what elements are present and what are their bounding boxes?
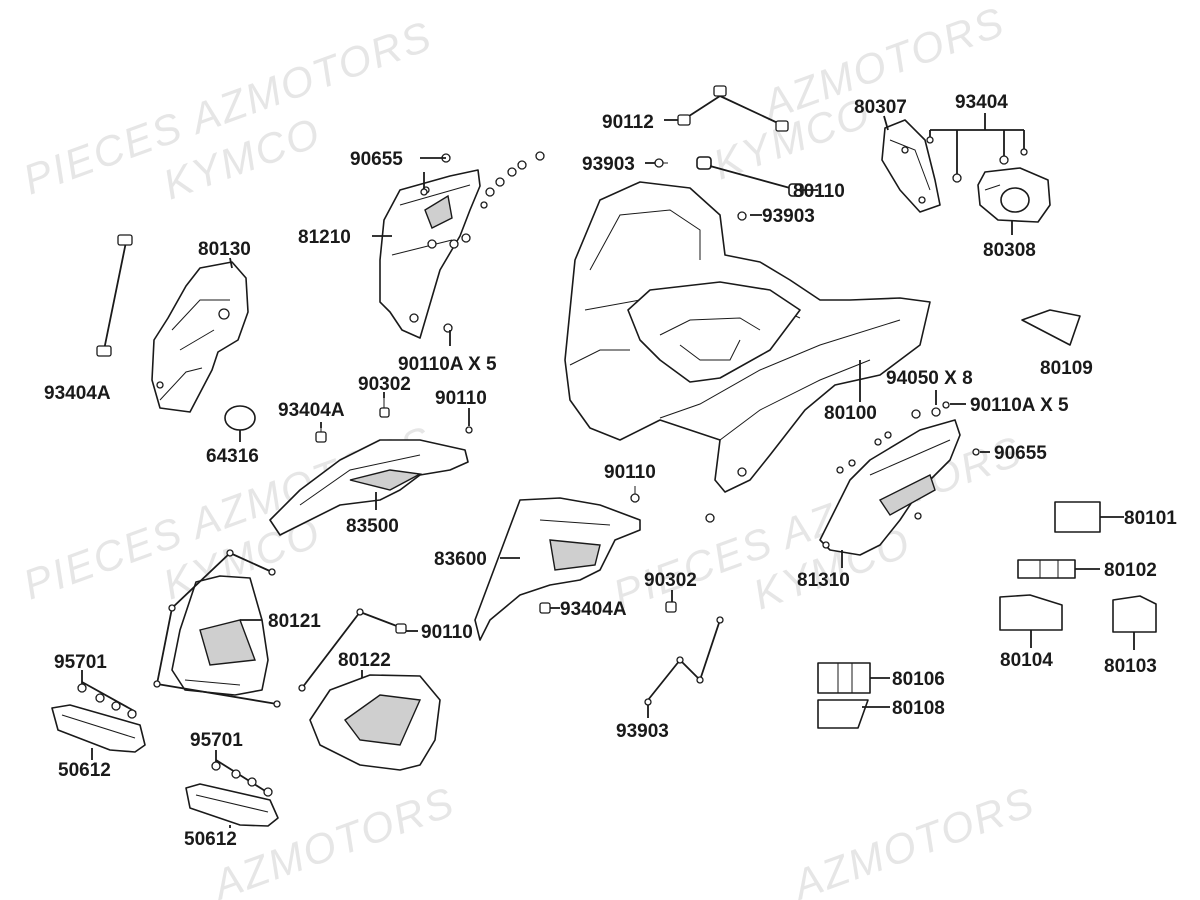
label-90655: 90655 [994, 443, 1047, 464]
label-90110: 90110 [421, 622, 473, 643]
fasteners-83600 [539, 486, 715, 614]
label-90110A-x5: 90110A X 5 [970, 395, 1069, 416]
part-64316-cap [224, 405, 256, 431]
part-80122-wire [298, 608, 407, 692]
label-90112: 90112 [602, 112, 654, 133]
label-80109: 80109 [1040, 358, 1093, 379]
label-83600: 83600 [434, 549, 487, 570]
leader-lines [81, 115, 1135, 828]
part-81310-fender [819, 419, 961, 556]
label-80100: 80100 [824, 403, 877, 424]
part-50612-step-b [185, 759, 279, 827]
label-93404: 93404 [955, 92, 1008, 113]
label-80104: 80104 [1000, 650, 1053, 671]
part-80121-footrest [171, 575, 269, 696]
label-90110: 90110 [604, 462, 656, 483]
label-80121: 80121 [268, 611, 321, 632]
part-93903-top [654, 158, 747, 221]
label-80103: 80103 [1104, 656, 1157, 677]
part-50612-step-a [51, 681, 146, 753]
part-80308-housing [977, 167, 1051, 223]
label-93404A: 93404A [278, 400, 345, 421]
part-83500-skirt [269, 439, 469, 536]
label-80102: 80102 [1104, 560, 1157, 581]
label-90110A-x5: 90110A X 5 [398, 354, 497, 375]
label-64316: 64316 [206, 446, 259, 467]
label-80122: 80122 [338, 650, 391, 671]
label-80307: 80307 [854, 97, 907, 118]
label-80108: 80108 [892, 698, 945, 719]
fasteners-83500 [315, 396, 473, 443]
part-80122-footrest [309, 674, 441, 771]
part-80104-sticker [999, 594, 1063, 631]
part-80109-sticker [1021, 309, 1081, 346]
part-93903-bottom [644, 616, 724, 706]
label-93903: 93903 [582, 154, 635, 175]
label-50612: 50612 [184, 829, 237, 850]
part-93404-tree [926, 113, 1028, 183]
label-95701: 95701 [54, 652, 107, 673]
label-80101: 80101 [1124, 508, 1177, 529]
watermark: AZMOTORS [784, 778, 1041, 900]
label-81210: 81210 [298, 227, 351, 248]
part-80102-sticker [1017, 559, 1076, 579]
part-81210-fender [379, 169, 481, 339]
part-80121-wire [153, 549, 281, 708]
part-80108-sticker [817, 699, 869, 729]
label-93903: 93903 [762, 206, 815, 227]
label-90302: 90302 [644, 570, 697, 591]
part-83600-skirt [474, 497, 641, 641]
label-81310: 81310 [797, 570, 850, 591]
part-80130-side-panel [151, 261, 249, 413]
label-93404A: 93404A [44, 383, 111, 404]
part-93404A-left [96, 234, 133, 357]
label-93404A: 93404A [560, 599, 627, 620]
label-80106: 80106 [892, 669, 945, 690]
label-80308: 80308 [983, 240, 1036, 261]
label-94050-x8: 94050 X 8 [886, 368, 973, 389]
label-80130: 80130 [198, 239, 251, 260]
label-90302: 90302 [358, 374, 411, 395]
part-labels: 90112 80307 93404 90655 93903 80110 9390… [44, 92, 1177, 850]
label-95701: 95701 [190, 730, 243, 751]
label-93903: 93903 [616, 721, 669, 742]
label-50612: 50612 [58, 760, 111, 781]
fasteners-81310 [836, 401, 980, 520]
label-90110: 90110 [435, 388, 487, 409]
label-83500: 83500 [346, 516, 399, 537]
part-80110-stopper [696, 156, 804, 197]
part-80101-sticker [1054, 501, 1101, 533]
label-80110: 80110 [793, 181, 845, 202]
part-80103-sticker [1112, 595, 1157, 633]
part-80106-sticker [817, 662, 871, 694]
part-80100-rear-body [564, 181, 931, 493]
label-90655: 90655 [350, 149, 403, 170]
part-80307-bracket [881, 119, 941, 213]
